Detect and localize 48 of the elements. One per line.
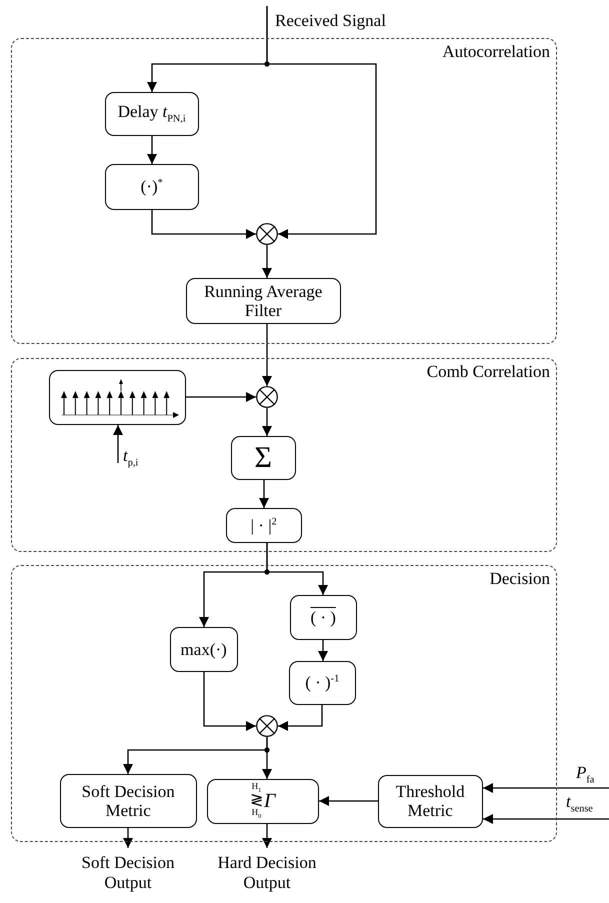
multiplier-symbol [256, 386, 278, 408]
output-label: Hard Decision Output [216, 853, 318, 893]
comparison-symbol: ≷ [250, 794, 263, 808]
group-title: Comb Correlation [426, 363, 550, 382]
edge-label: P$_{fa}$ [575, 764, 596, 786]
process-box: ( · )$^{-1}$ [288, 660, 356, 705]
arrow [262, 408, 272, 436]
arrow [266, 6, 377, 239]
arrow [262, 245, 272, 278]
hypothesis-label: H$_{1}$ [252, 782, 262, 794]
process-box: ( · ) [290, 594, 357, 640]
process-box: Threshold Metric [378, 774, 483, 828]
arrow [278, 705, 323, 731]
arrow [318, 640, 328, 661]
signal-label: Received Signal [275, 11, 386, 31]
process-box: Delay t$_{PN,i}$ [104, 92, 199, 136]
arrow [147, 136, 157, 164]
arrow [262, 824, 272, 848]
arrow [186, 392, 256, 402]
process-box: Running Average Filter [186, 278, 341, 324]
multiplier-symbol [256, 714, 278, 737]
group-title: Autocorrelation [442, 43, 550, 62]
arrow [483, 814, 609, 824]
output-label: Soft Decision Output [80, 853, 176, 893]
arrow [151, 210, 256, 239]
hypothesis-label: H$_{0}$ [252, 808, 262, 820]
group-title: Decision [490, 570, 550, 589]
process-box: max(·) [170, 626, 238, 672]
arrow [262, 737, 272, 779]
multiplier-symbol [256, 222, 278, 245]
arrow [123, 828, 133, 848]
group-frame [11, 38, 557, 344]
arrow [319, 796, 378, 806]
process-box: | · |$^{2}$ [226, 508, 302, 543]
arrow [483, 783, 609, 793]
group-frame [11, 358, 557, 552]
process-box: Σ [230, 436, 296, 480]
group-frame [11, 565, 557, 842]
process-box: (·)$^{*}$ [104, 164, 199, 210]
arrow [262, 324, 272, 386]
arrow [113, 425, 123, 463]
comparator-box [206, 778, 319, 824]
arrow [259, 480, 269, 508]
arrow [199, 543, 268, 627]
threshold-symbol: Γ [264, 790, 276, 813]
arrow [203, 672, 256, 731]
process-box: Soft Decision Metric [60, 774, 197, 828]
signal-generator-box [48, 370, 186, 425]
